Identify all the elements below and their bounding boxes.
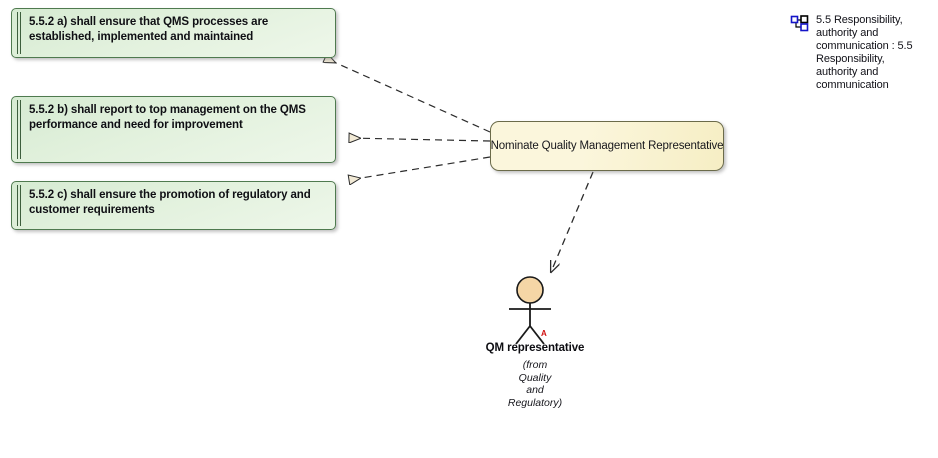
connector-to-req-b — [349, 138, 491, 141]
requirement-box-a[interactable]: 5.5.2 a) shall ensure that QMS processes… — [11, 8, 336, 58]
requirement-marker-bar — [17, 12, 21, 54]
usecase-box-nominate-qmr[interactable]: Nominate Quality Management Representati… — [490, 121, 724, 171]
actor-from-label: (from Quality and Regulatory) — [450, 359, 620, 409]
actor-from-line-2: Quality — [518, 371, 552, 384]
requirement-b-text: 5.5.2 b) shall report to top management … — [29, 104, 306, 131]
legend-label: 5.5 Responsibility, authority and commun… — [816, 14, 913, 91]
actor-name-label: QM representative — [485, 342, 585, 354]
package-hierarchy-icon — [790, 15, 810, 33]
actor-from-line-3: and — [526, 384, 544, 396]
actor-stick-figure-icon[interactable] — [495, 272, 575, 352]
connector-to-req-a — [325, 58, 491, 133]
connector-to-req-c — [349, 156, 491, 180]
actor-from-line-4: Regulatory) — [507, 396, 563, 409]
requirement-box-c[interactable]: 5.5.2 c) shall ensure the promotion of r… — [11, 181, 336, 230]
usecase-label: Nominate Quality Management Representati… — [490, 140, 724, 152]
connector-to-actor — [551, 171, 594, 272]
requirement-a-text: 5.5.2 a) shall ensure that QMS processes… — [29, 16, 269, 43]
actor-from-line-1: (from — [522, 359, 548, 371]
requirement-marker-bar — [17, 100, 21, 159]
legend[interactable]: 5.5 Responsibility, authority and commun… — [790, 14, 938, 92]
abstract-marker: A — [541, 329, 547, 338]
requirement-box-b[interactable]: 5.5.2 b) shall report to top management … — [11, 96, 336, 163]
requirement-c-text: 5.5.2 c) shall ensure the promotion of r… — [29, 189, 311, 216]
requirement-marker-bar — [17, 185, 21, 226]
